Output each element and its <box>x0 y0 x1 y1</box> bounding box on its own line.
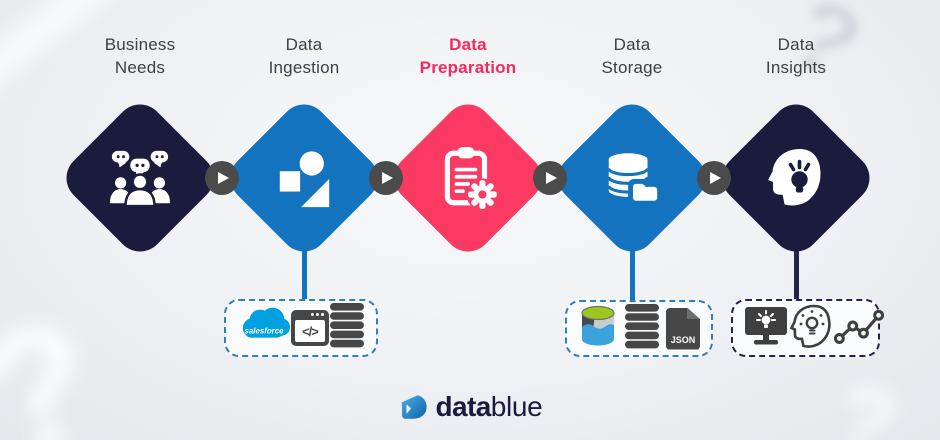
stage-title-line: Insights <box>765 58 827 77</box>
datablue-logo-mark <box>401 395 427 419</box>
play-triangle <box>546 172 557 184</box>
connector-line <box>302 248 307 301</box>
monitor-idea-icon <box>744 306 788 351</box>
play-triangle <box>710 172 721 184</box>
stage-title-data-insights: Data Insights <box>711 33 881 79</box>
diamond-data-storage <box>548 94 716 262</box>
stage-title-business-needs: Business Needs <box>55 33 225 79</box>
play-arrow-icon <box>697 161 731 195</box>
folded-corner <box>687 307 700 320</box>
play-triangle <box>218 172 229 184</box>
head-idea-icon <box>788 303 834 354</box>
diamond-data-ingestion <box>220 94 388 262</box>
people-chat-icon <box>81 119 199 237</box>
diamond-business-needs <box>56 94 224 262</box>
code-window-icon: </> <box>291 310 329 346</box>
stage-title-line: Needs <box>114 58 166 77</box>
head-bulb-icon <box>737 119 855 237</box>
stage-title-data-ingestion: Data Ingestion <box>219 33 389 79</box>
database-stack-icon <box>329 303 365 353</box>
stage-title-line: Ingestion <box>268 58 340 77</box>
logo-word-data: data <box>435 391 492 422</box>
stage-title-data-storage: Data Storage <box>547 33 717 79</box>
code-label: </> <box>295 320 325 342</box>
json-file-icon: JSON <box>666 307 700 350</box>
database-folder-icon <box>573 119 691 237</box>
diamond-data-preparation <box>384 94 552 262</box>
stage-title-line: Data <box>613 35 651 54</box>
toolbox-data-ingestion: salesforce </> <box>224 299 378 357</box>
salesforce-logo: salesforce <box>237 306 291 351</box>
connector-line <box>630 248 635 303</box>
stage-title-line: Storage <box>601 58 663 77</box>
line-chart-icon <box>833 304 885 353</box>
logo-word-blue: blue <box>490 391 543 422</box>
play-arrow-icon <box>205 161 239 195</box>
toolbox-data-storage: JSON <box>565 300 713 357</box>
clipboard-gear-icon <box>409 119 527 237</box>
stage-title-data-preparation: Data Preparation <box>383 33 553 79</box>
play-arrow-icon <box>369 161 403 195</box>
connector-line <box>794 248 799 301</box>
salesforce-label: salesforce <box>244 326 284 335</box>
diamond-data-insights <box>712 94 880 262</box>
play-arrow-icon <box>533 161 567 195</box>
toolbox-data-insights <box>731 299 885 357</box>
stage-title-line: Data <box>285 35 323 54</box>
stage-title-line: Data <box>777 35 815 54</box>
shapes-icon <box>245 119 363 237</box>
stage-title-line: Business <box>104 35 176 54</box>
stage-title-line: Preparation <box>419 58 517 77</box>
play-triangle <box>382 172 393 184</box>
json-label: JSON <box>670 334 696 345</box>
data-lake-icon <box>578 304 618 353</box>
database-stack-icon <box>624 303 660 354</box>
window-dots <box>311 313 324 316</box>
stage-title-line: Data <box>449 35 487 54</box>
